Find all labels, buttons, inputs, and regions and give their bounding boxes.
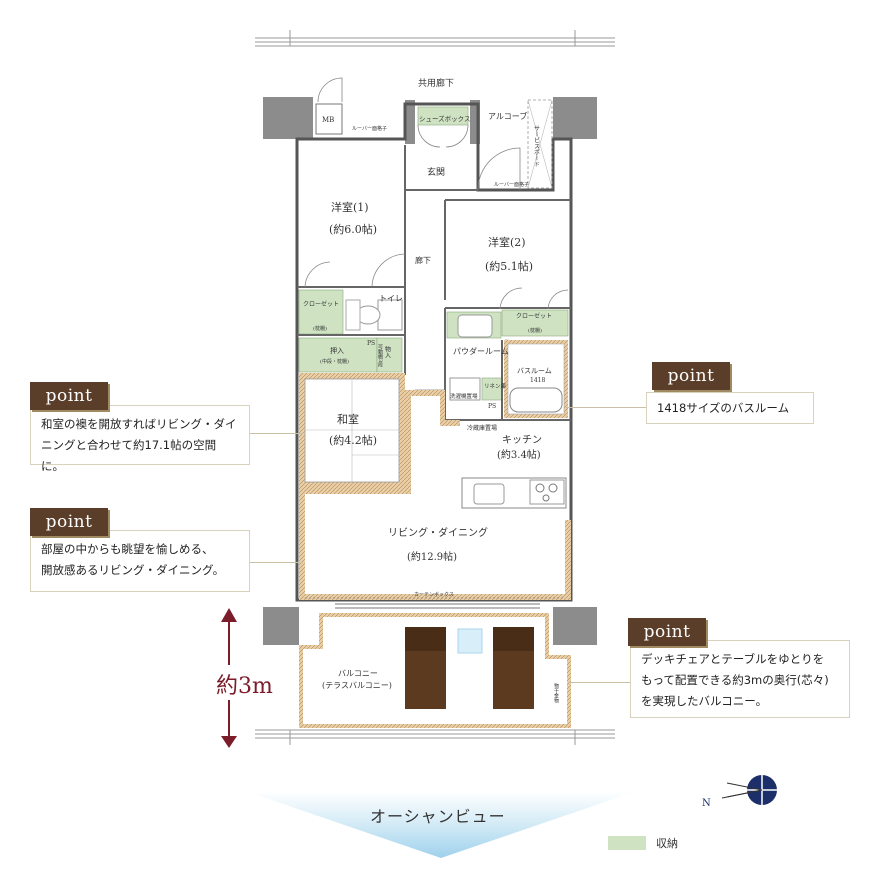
label-louver-2: ルーバー面格子	[494, 181, 529, 188]
ocean-view-label: オーシャンビュー	[370, 807, 506, 826]
label-washer: 洗濯機置場	[450, 392, 478, 400]
label-alcove: アルコーブ	[488, 111, 527, 121]
wall-pillars	[263, 97, 597, 645]
depth-arrow	[221, 608, 237, 748]
point1-line1: 和室の襖を開放すればリビング・ダイ	[41, 417, 237, 431]
point4-line1: デッキチェアとテーブルをゆとりを	[641, 652, 825, 666]
label-ps2: PS	[488, 403, 496, 410]
powder-fixtures	[449, 314, 493, 401]
point3-line1: 部屋の中からも眺望を愉しめる、	[41, 542, 214, 556]
label-closet2-sub: (枕棚)	[528, 327, 542, 334]
balcony-rail	[255, 729, 615, 745]
label-western1-size: (約6.0帖)	[329, 222, 377, 236]
label-kitchen-size: (約3.4帖)	[497, 448, 541, 461]
point2-line1: 1418サイズのバスルーム	[657, 401, 790, 415]
mb-box	[315, 77, 343, 135]
label-mb: MB	[322, 116, 334, 124]
label-linen: リネン庫	[484, 382, 507, 390]
alcove-panel	[527, 99, 553, 189]
bath-room	[504, 340, 568, 418]
living-floor	[299, 390, 571, 600]
point3-tag: point	[30, 508, 108, 536]
label-louver-1: ルーバー面格子	[352, 125, 387, 132]
label-mono: 物入	[384, 345, 391, 358]
kitchen-counter	[461, 477, 567, 509]
label-western2-name: 洋室(2)	[488, 235, 526, 249]
balcony	[299, 613, 571, 728]
label-closet1: クローゼット	[303, 300, 339, 308]
point4-box: デッキチェアとテーブルをゆとりを もって配置できる約3mの奥行(芯々) を実現し…	[630, 640, 850, 718]
compass-n-label: N	[702, 798, 711, 809]
label-oshiire: 押入	[330, 346, 344, 355]
label-closet2: クローゼット	[516, 312, 552, 320]
point2-connector	[566, 407, 646, 408]
point4-line3: を実現したバルコニー。	[641, 694, 768, 708]
point2-box: 1418サイズのバスルーム	[646, 392, 814, 424]
point3-line2: 開放感あるリビング・ダイニング。	[41, 563, 225, 577]
point1-line2: ニングと合わせて約17.1帖の空間に。	[41, 438, 217, 473]
label-ps1: PS	[367, 340, 375, 347]
ocean-view-arrow	[248, 792, 634, 858]
label-kadou: 可動棚3段	[377, 344, 383, 369]
label-washitsu-size: (約4.2帖)	[329, 433, 377, 447]
label-western1-name: 洋室(1)	[331, 200, 369, 214]
point3-connector	[248, 562, 303, 563]
point1-connector	[248, 433, 303, 434]
legend-storage-label: 収納	[656, 837, 678, 850]
point1-box: 和室の襖を開放すればリビング・ダイ ニングと合わせて約17.1帖の空間に。	[30, 405, 250, 473]
corridor-rail	[255, 30, 615, 47]
label-storage-side: 物干金物	[553, 682, 559, 704]
label-service-board: サービスボード	[533, 125, 540, 167]
point4-connector	[568, 682, 630, 683]
label-bath-size: 1418	[530, 377, 545, 384]
label-fridge: 冷蔵庫置場	[467, 424, 497, 432]
label-oshiire-sub: (中段・枕棚)	[320, 358, 349, 365]
label-powder: パウダールーム	[453, 346, 509, 356]
point3-box: 部屋の中からも眺望を愉しめる、 開放感あるリビング・ダイニング。	[30, 530, 250, 592]
legend-storage-swatch	[608, 836, 646, 850]
label-washitsu-name: 和室	[337, 412, 359, 426]
point1-tag: point	[30, 382, 108, 410]
label-genkan: 玄関	[427, 166, 445, 178]
compass-icon	[721, 775, 777, 805]
point4-line2: もって配置できる約3mの奥行(芯々)	[641, 673, 829, 687]
label-bath-name: バスルーム	[517, 367, 552, 375]
depth-label: 約3m	[216, 674, 273, 699]
label-corridor-common: 共用廊下	[418, 77, 454, 89]
ld-window	[335, 603, 540, 609]
label-shoebox: シューズボックス	[419, 114, 470, 123]
label-toilet: トイレ	[379, 294, 403, 303]
point2-tag: point	[652, 362, 730, 390]
label-living-name: リビング・ダイニング	[388, 526, 488, 539]
label-living-size: (約12.9帖)	[407, 550, 457, 563]
label-balcony-name: バルコニー	[338, 669, 378, 678]
washitsu-room	[299, 373, 405, 488]
label-curtain-box: カーテンボックス	[414, 591, 454, 598]
label-western2-size: (約5.1帖)	[485, 259, 533, 273]
toilet-fixture	[345, 299, 403, 331]
label-hallway: 廊下	[415, 255, 431, 265]
label-closet1-sub: (枕棚)	[313, 325, 327, 332]
label-balcony-sub: (テラスバルコニー)	[322, 681, 392, 690]
label-kitchen-name: キッチン	[502, 434, 542, 446]
point4-tag: point	[628, 618, 706, 646]
